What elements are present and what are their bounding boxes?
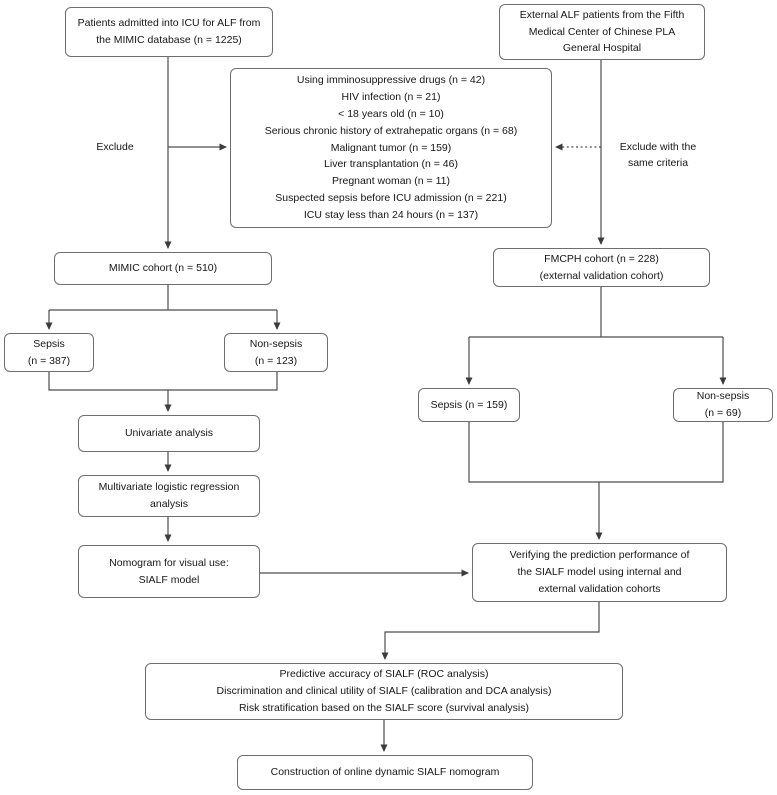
text-line: Verifying the prediction performance of <box>509 549 690 562</box>
box-mimic-cohort: MIMIC cohort (n = 510) <box>54 252 272 285</box>
text-line: Pregnant woman (n = 11) <box>332 175 450 188</box>
text-line: Sepsis <box>33 337 65 350</box>
text-line: Sepsis (n = 159) <box>430 398 508 411</box>
text-line: External ALF patients from the Fifth <box>519 8 685 21</box>
label-exclude: Exclude <box>96 141 134 153</box>
text-line: Exclude with the <box>619 141 697 153</box>
box-mimic-source: Patients admitted into ICU for ALF from t… <box>65 7 273 57</box>
text-line: Medical Center of Chinese PLA <box>528 25 676 38</box>
text-line: the MIMIC database (n = 1225) <box>96 34 242 46</box>
box-univariate-analysis: Univariate analysis <box>78 415 260 452</box>
text-line: Malignant tumor (n = 159) <box>330 141 452 154</box>
text-line: Non-sepsis <box>696 390 750 403</box>
text-line: (external validation cohort) <box>539 269 664 282</box>
text-line: Multivariate logistic regression <box>98 481 240 494</box>
box-multivariate-analysis: Multivariate logistic regression analysis <box>78 475 260 517</box>
box-nonsepsis-fmcph: Non-sepsis (n = 69) <box>673 388 773 422</box>
line-mimic-merge <box>48 372 278 391</box>
text-line: MIMIC cohort (n = 510) <box>108 262 218 275</box>
arrow-verifying-to-outcomes <box>381 602 600 660</box>
text-line: (n = 69) <box>704 407 742 419</box>
text-line: Non-sepsis <box>249 337 303 350</box>
text-line: General Hospital <box>562 42 642 55</box>
text-line: Construction of online dynamic SIALF nom… <box>270 766 500 779</box>
text-line: Patients admitted into ICU for ALF from <box>77 17 261 30</box>
box-sepsis-mimic: Sepsis (n = 387) <box>4 333 94 372</box>
box-sepsis-fmcph: Sepsis (n = 159) <box>418 388 520 422</box>
text-line: the SIALF model using internal and <box>517 566 682 579</box>
text-line: Discrimination and clinical utility of S… <box>216 685 552 698</box>
text-line: Using imminosuppressive drugs (n = 42) <box>296 74 486 87</box>
text-line: HIV infection (n = 21) <box>341 91 441 104</box>
text-line: < 18 years old (n = 10) <box>338 108 444 120</box>
text-line: same criteria <box>627 156 689 169</box>
text-line: Predictive accuracy of SIALF (ROC analys… <box>279 668 489 681</box>
text-line: (n = 123) <box>254 354 298 367</box>
text-line: Suspected sepsis before ICU admission (n… <box>275 191 507 204</box>
text-line: (n = 387) <box>27 354 71 367</box>
text-line: ICU stay less than 24 hours (n = 137) <box>303 208 479 221</box>
text-line: SIALF model <box>138 573 200 586</box>
text-line: FMCPH cohort (n = 228) <box>544 252 659 265</box>
box-exclusion-criteria: Using imminosuppressive drugs (n = 42) HI… <box>230 68 552 228</box>
text-line: Nomogram for visual use: <box>109 556 229 569</box>
box-verifying-performance: Verifying the prediction performance of t… <box>472 543 727 602</box>
box-online-nomogram: Construction of online dynamic SIALF nom… <box>237 755 533 790</box>
box-nonsepsis-mimic: Non-sepsis (n = 123) <box>224 333 328 372</box>
box-fmcph-cohort: FMCPH cohort (n = 228) (external validati… <box>493 248 710 287</box>
line-fmcph-merge <box>468 422 724 483</box>
label-exclude-same-criteria: Exclude with the same criteria <box>608 140 708 172</box>
box-outcome-analyses: Predictive accuracy of SIALF (ROC analys… <box>145 663 623 720</box>
box-nomogram-sialf: Nomogram for visual use: SIALF model <box>78 545 260 598</box>
text-line: Liver transplantation (n = 46) <box>324 158 458 171</box>
text-line: Risk stratification based on the SIALF s… <box>238 701 530 714</box>
text-line: analysis <box>150 498 188 510</box>
text-line: Univariate analysis <box>124 427 214 440</box>
text-line: Serious chronic history of extrahepatic … <box>264 124 518 137</box>
text-line: external validation cohorts <box>538 582 661 595</box>
